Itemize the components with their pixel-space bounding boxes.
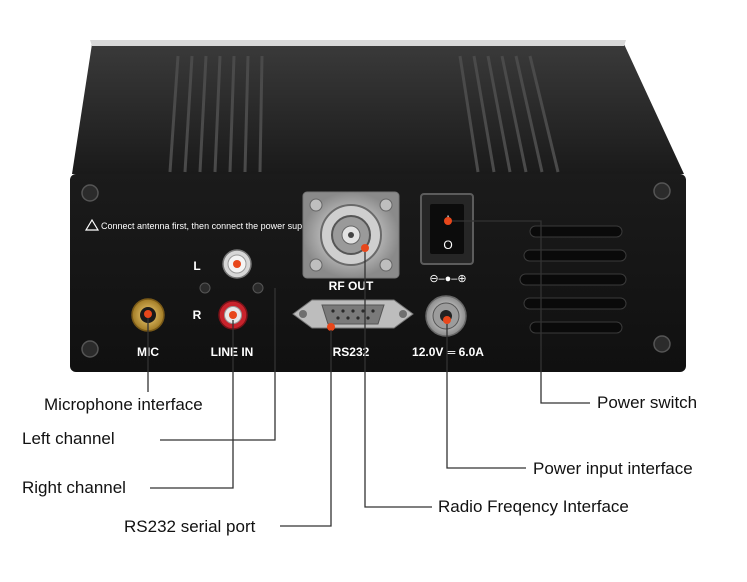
polarity-symbol-icon: ⊖–●–⊕ — [429, 273, 466, 285]
rca-screw-icon — [199, 282, 211, 294]
rf-out-connector: RF OUT — [302, 191, 400, 293]
callout-power-input: Power input interface — [533, 459, 693, 478]
rf-marker-dot — [361, 244, 369, 252]
chassis-top — [72, 40, 684, 174]
line-in-label: LINE IN — [211, 345, 254, 359]
warning-notice: Connect antenna first, then connect the … — [84, 218, 316, 231]
rs232-label: RS232 — [333, 345, 370, 359]
power-switch: I O — [420, 193, 474, 265]
vent-slots — [519, 225, 627, 334]
leader-right-channel — [150, 320, 234, 489]
left-marker-dot — [233, 260, 241, 268]
callout-microphone: Microphone interface — [44, 395, 203, 414]
callout-leader-lines — [147, 220, 590, 527]
leader-rs232 — [280, 330, 332, 527]
leader-power-switch — [452, 220, 590, 404]
left-channel-mark: L — [193, 259, 200, 273]
corner-screw-icon — [653, 335, 671, 353]
right-marker-dot — [229, 311, 237, 319]
rs232-marker-dot — [327, 323, 335, 331]
callout-radio-frequency: Radio Freqency Interface — [438, 497, 629, 516]
switch-marker-dot — [444, 217, 452, 225]
callout-left-channel: Left channel — [22, 429, 115, 448]
corner-screw-icon — [81, 340, 99, 358]
warning-triangle-icon — [84, 218, 100, 231]
marker-dots — [144, 217, 452, 331]
switch-off-mark: O — [443, 238, 452, 252]
corner-screw-icon — [653, 182, 671, 200]
warning-text: Connect antenna first, then connect the … — [101, 221, 316, 231]
callout-power-switch: Power switch — [597, 393, 698, 412]
leader-radio-frequency — [364, 252, 432, 508]
callout-rs232: RS232 serial port — [124, 517, 256, 536]
right-channel-mark: R — [193, 308, 202, 322]
power-rating-label: 12.0V ═ 6.0A — [412, 345, 484, 359]
leader-left-channel — [160, 288, 276, 441]
rca-screw-icon — [252, 282, 264, 294]
callout-right-channel: Right channel — [22, 478, 126, 497]
rs232-port: RS232 — [292, 299, 414, 359]
mic-marker-dot — [144, 310, 152, 318]
power-marker-dot — [443, 316, 451, 324]
corner-screw-icon — [81, 184, 99, 202]
rf-out-label: RF OUT — [329, 279, 374, 293]
leader-power-input — [446, 324, 526, 469]
